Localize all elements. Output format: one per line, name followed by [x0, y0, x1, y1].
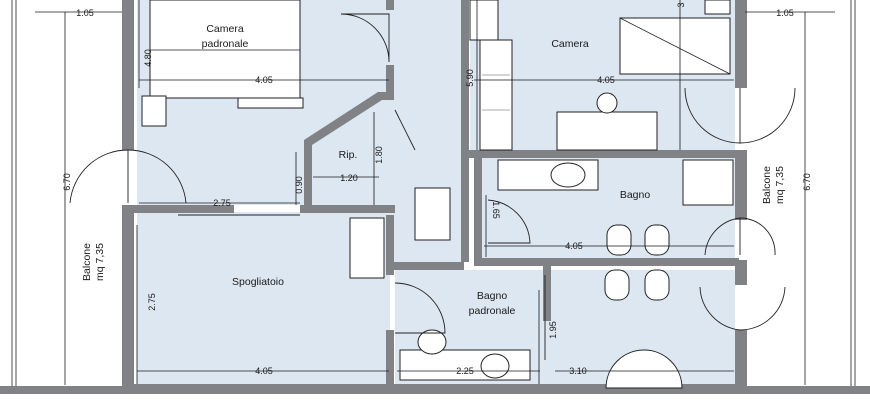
- doors: [69, 13, 796, 360]
- dim-master-bath-right: 3.10: [569, 366, 587, 376]
- bedside-table: [704, 0, 731, 15]
- label-balcony-right: Balcone mq 7,35: [761, 166, 786, 204]
- dim-balcony-right-length: 6.70: [802, 173, 812, 191]
- dimension-labels: 1.05 1.05 4.05 4.05 1.20 2.75 4.05 4.05 …: [62, 2, 812, 376]
- double-bed: [149, 0, 301, 99]
- door-right-bath-a: [704, 217, 741, 256]
- svg-text:Balcone: Balcone: [81, 243, 93, 281]
- wall-bed-closet-b: [300, 205, 395, 213]
- mbath-bidet: [644, 269, 670, 301]
- wall-bath-left: [474, 158, 482, 258]
- label-master-bedroom-2: padronale: [202, 38, 249, 50]
- wall-bedroom-left: [461, 0, 469, 262]
- shower-bath: [682, 159, 734, 206]
- closet-shelf: [349, 217, 385, 279]
- wardrobe-corner: [469, 0, 499, 41]
- bath-bidet: [644, 224, 670, 256]
- door-right-mbath-a: [699, 286, 741, 331]
- bath-sink: [550, 162, 586, 188]
- wall-right-lower-a: [735, 260, 747, 285]
- chair: [596, 92, 618, 114]
- wall-corridor-c: [386, 330, 394, 390]
- label-storage: Rip.: [339, 149, 358, 161]
- label-bathroom: Bagno: [620, 189, 651, 201]
- wall-left-lower: [122, 205, 134, 390]
- bath-toilet: [606, 224, 632, 256]
- bench: [237, 97, 304, 109]
- single-bed-cross: [619, 17, 731, 75]
- svg-text:Balcone: Balcone: [761, 166, 773, 204]
- dim-corridor-width: 2.75: [213, 198, 231, 208]
- wall-right-lower-b: [735, 330, 747, 390]
- label-master-bath-1: Bagno: [477, 290, 508, 302]
- dim-bedroom-height: 5.90: [465, 69, 475, 87]
- door-right-mbath-b: [739, 286, 786, 331]
- nightstand: [141, 95, 167, 127]
- wall-corridor-b: [386, 215, 394, 275]
- label-master-bedroom-1: Camera: [206, 23, 244, 35]
- dimension-lines: [35, 0, 835, 385]
- dim-storage-depth: 1.80: [374, 146, 384, 164]
- dim-master-bath-depth: 1.95: [548, 321, 558, 339]
- dim-balcony-left-width: 1.05: [76, 8, 94, 18]
- wall-right-upper: [735, 0, 747, 88]
- label-walk-in-closet: Spogliatoio: [232, 276, 284, 288]
- closet-floor: [137, 212, 390, 387]
- dim-storage-width: 1.20: [340, 173, 358, 183]
- door-left-balcony-a: [69, 149, 129, 204]
- dim-balcony-left-length: 6.70: [62, 173, 72, 191]
- dim-closet-depth: 2.75: [147, 293, 157, 311]
- desk: [556, 111, 658, 151]
- door-right-bath-b: [739, 217, 776, 256]
- label-bedroom: Camera: [551, 38, 589, 50]
- dim-balcony-right-width: 1.05: [776, 8, 794, 18]
- balconies: [11, 0, 856, 386]
- door-right-balcony-a: [684, 87, 741, 144]
- dim-master-bath-left: 2.25: [456, 366, 474, 376]
- wall-bedroom-bath: [469, 150, 739, 158]
- wall-storage-diagonal: [304, 92, 394, 213]
- door-bathroom: [487, 199, 531, 244]
- door-left-balcony-b: [127, 149, 187, 204]
- mbath-toilet: [417, 329, 447, 355]
- shower-tray-corridor: [414, 187, 451, 241]
- wall-bed-closet-a: [134, 205, 234, 213]
- wall-corridor-mbath: [394, 262, 464, 270]
- svg-text:mq 7,35: mq 7,35: [94, 243, 106, 281]
- label-balcony-left: Balcone mq 7,35: [81, 243, 106, 281]
- dim-master-bedroom-depth: 4.80: [143, 49, 153, 67]
- wall-base: [0, 386, 870, 394]
- wardrobe-bedroom: [479, 39, 513, 151]
- room-labels: Camera padronale Camera Rip. Bagno Spogl…: [81, 23, 786, 317]
- door-master-bath: [394, 282, 446, 334]
- dim-master-bedroom-width: 4.05: [255, 75, 273, 85]
- dim-bedroom-width: 4.05: [597, 75, 615, 85]
- dim-closet-width: 4.05: [255, 366, 273, 376]
- mbath-toilet-2: [604, 269, 630, 301]
- wall-left-upper: [122, 0, 134, 150]
- wall-right-mid: [735, 150, 747, 220]
- door-storage: [394, 109, 416, 151]
- walls: [0, 0, 870, 394]
- wall-bath-mbath: [474, 258, 739, 266]
- svg-text:mq 7,35: mq 7,35: [774, 166, 786, 204]
- mbath-sink: [480, 353, 510, 379]
- door-master-bedroom: [340, 13, 390, 63]
- label-master-bath-2: padronale: [469, 305, 516, 317]
- wall-mbath-partition: [543, 266, 551, 321]
- wall-corridor-a: [386, 65, 394, 95]
- dim-bedroom-top: 3: [676, 2, 686, 7]
- dim-bathroom-depth: 1.65: [491, 201, 501, 219]
- dim-bathroom-width: 4.05: [565, 241, 583, 251]
- wall-corridor-top: [386, 0, 394, 10]
- dim-passage-depth: 0.90: [294, 176, 304, 194]
- storage-floor: [310, 100, 380, 205]
- door-right-balcony-b: [739, 87, 796, 144]
